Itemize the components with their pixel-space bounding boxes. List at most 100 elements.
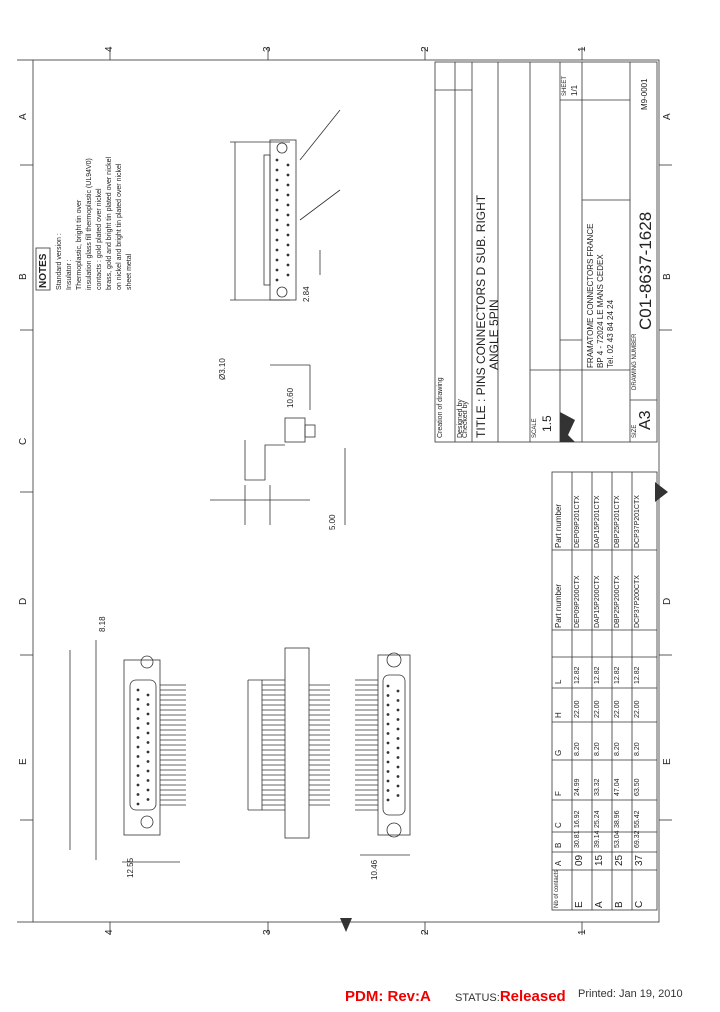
table-cell: 12.82 <box>594 666 601 684</box>
table-cell: 39.14 <box>594 830 601 848</box>
pin-hole <box>386 751 390 754</box>
pin-hole <box>136 755 140 758</box>
dimension-label: 10.46 <box>370 859 379 880</box>
pin-hole <box>286 193 290 197</box>
pin-hole <box>286 213 290 217</box>
pin-hole <box>386 694 390 697</box>
table-header: Part number <box>554 503 563 548</box>
pin-hole <box>396 689 400 693</box>
zone-a-left: A <box>18 113 29 120</box>
pin-hole <box>386 770 390 773</box>
pin-hole <box>146 722 150 725</box>
pin-hole <box>136 764 140 768</box>
table-cell: 25.24 <box>594 810 601 828</box>
table-cell: 53.04 <box>614 830 621 848</box>
pin-hole <box>146 712 150 716</box>
company-tel: Tel. 02 43 84 24 24 <box>606 299 615 368</box>
status-label: STATUS: <box>455 992 500 1004</box>
pin-hole <box>146 703 150 706</box>
table-cell: 12.82 <box>574 666 581 684</box>
table-cell: 30.81 <box>574 830 581 848</box>
table-cell: 16.92 <box>574 810 581 828</box>
centering-mark-right <box>655 482 668 502</box>
notes-line: Thermoplastic, bright tin over <box>76 199 83 290</box>
table-cell: DCP37P201CTX <box>634 495 641 548</box>
sheet-value: 1/1 <box>570 84 579 96</box>
table-cell: DEP09P200CTX <box>574 575 581 628</box>
pin-hole <box>146 769 150 773</box>
table-cell: DAP15P200CTX <box>594 575 601 628</box>
pin-hole <box>146 693 150 697</box>
scale-label: SCALE <box>532 418 538 438</box>
pin-hole <box>396 775 400 778</box>
pin-hole <box>396 756 400 759</box>
notes-line: sheet metal <box>126 253 133 290</box>
pin-hole <box>146 731 150 735</box>
zone-d-left: D <box>18 597 29 605</box>
pin-hole <box>275 278 279 282</box>
right-angle-detail <box>244 364 316 525</box>
pin-hole <box>275 178 279 182</box>
table-cell: 63.50 <box>634 778 641 796</box>
form-number: M9-0001 <box>640 78 649 110</box>
pin-hole <box>136 774 140 777</box>
notes-line: contacts : gold plated over nickel <box>96 188 103 290</box>
table-cell: DAP15P201CTX <box>594 495 601 548</box>
table-cell: DBP25P200CTX <box>614 575 621 628</box>
pin-hole <box>386 760 390 764</box>
pin-hole <box>396 794 400 797</box>
table-header: G <box>554 749 563 756</box>
pin-hole <box>286 183 290 187</box>
drawing-number-label: DRAWING NUMBER <box>632 333 638 390</box>
table-header: L <box>554 679 563 684</box>
pin-hole <box>286 223 290 227</box>
pin-hole <box>386 713 390 716</box>
pin-hole <box>146 750 150 754</box>
parts-table <box>551 471 658 911</box>
notes-line: on nickel and bright tin plated over nic… <box>116 163 123 290</box>
title-line-1: TITLE : PINS CONNECTORS D SUB. RIGHT <box>474 194 488 438</box>
pin-hole <box>386 741 390 745</box>
zone-c-left: C <box>18 437 29 445</box>
table-cell: 12.82 <box>634 666 641 684</box>
pin-hole <box>146 788 150 792</box>
table-cell: A <box>594 901 605 908</box>
dimension-label: 8.18 <box>98 616 107 632</box>
table-cell: DBP25P201CTX <box>614 495 621 548</box>
pin-hole <box>396 784 400 788</box>
pin-hole <box>386 722 390 726</box>
pdm-revision: PDM: Rev:A <box>345 988 431 1005</box>
pin-hole <box>286 203 290 207</box>
pin-hole <box>136 688 140 692</box>
dimension-label: 10.60 <box>286 387 295 408</box>
company-name: FRAMATOME CONNECTORS FRANCE <box>586 223 595 368</box>
notes-line: brass, gold and bright tin plated over n… <box>106 156 113 290</box>
pin-hole <box>386 703 390 707</box>
notes-box <box>35 247 51 291</box>
pin-hole <box>146 798 150 801</box>
company-logo <box>560 412 575 442</box>
table-cell: 55.42 <box>634 810 641 828</box>
pin-hole <box>275 238 279 242</box>
pin-hole <box>386 789 390 792</box>
pin-hole <box>275 268 279 272</box>
zone-a-right: A <box>662 113 673 120</box>
title-line-2: ANGLE 5PIN <box>487 299 501 370</box>
table-cell: 22.00 <box>614 700 621 718</box>
notes-line: Insulator : <box>66 259 73 290</box>
pin-hole <box>396 746 400 750</box>
zone-1-bottom: 1 <box>577 929 588 935</box>
zone-d-right: D <box>662 597 673 605</box>
zone-e-left: E <box>18 758 29 765</box>
pin-hole <box>275 248 279 252</box>
pin-hole <box>286 273 290 277</box>
drawing-number: C01-8637-1628 <box>636 211 655 330</box>
pin-hole <box>136 717 140 720</box>
title-block <box>434 61 658 443</box>
company-address: BP 4 - 72024 LE MANS CEDEX <box>596 254 605 368</box>
pin-hole <box>286 233 290 237</box>
creation-label: Creation of drawing <box>437 377 444 438</box>
pin-hole <box>286 253 290 257</box>
table-cell: 15 <box>594 854 605 866</box>
side-view-connector <box>230 109 341 301</box>
